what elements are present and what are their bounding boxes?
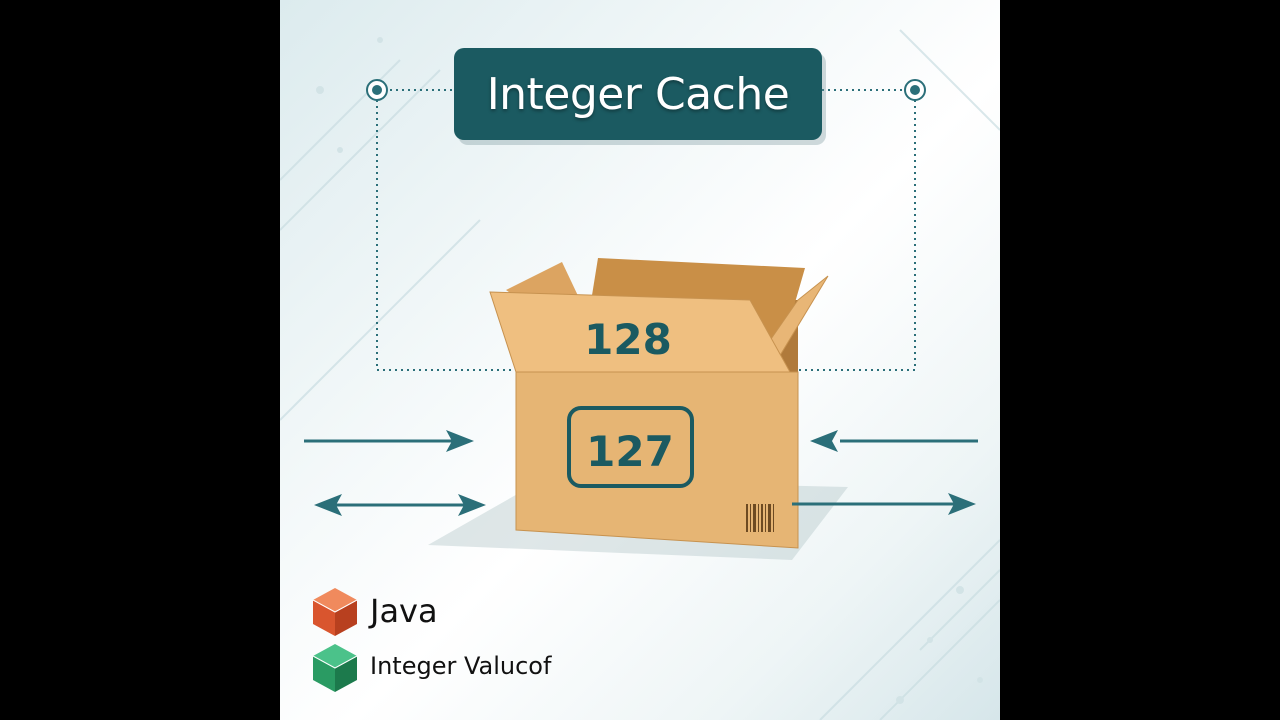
box-left-inner-flap <box>506 262 580 300</box>
diagram-title: Integer Cache <box>486 68 790 120</box>
box-number-frame <box>567 406 694 488</box>
title-banner: Integer Cache <box>454 48 822 140</box>
green-cube-icon <box>312 644 358 692</box>
legend-label-integer-valueof: Integer Valucof <box>370 652 552 680</box>
arrow-left-double-icon <box>314 494 486 516</box>
arrow-right-out-icon <box>792 493 976 515</box>
arrow-right-in-icon <box>810 430 978 452</box>
box-front-number: 127 <box>586 427 674 476</box>
connector-node-left <box>366 79 388 101</box>
connector-node-right <box>904 79 926 101</box>
box-flap-number: 128 <box>584 315 672 364</box>
diagram-canvas: 128 127 <box>280 29 1000 720</box>
legend-label-java: Java <box>370 592 438 630</box>
cardboard-box: 128 127 <box>489 258 829 549</box>
diagram-panel: 128 127 <box>280 0 1000 720</box>
box-front-face <box>515 371 799 549</box>
orange-cube-icon <box>312 588 358 636</box>
arrows <box>304 430 978 516</box>
dotted-connector-lines <box>376 89 916 371</box>
background-dots <box>316 37 983 704</box>
barcode-icon <box>746 504 774 532</box>
arrow-left-in-icon <box>304 430 474 452</box>
